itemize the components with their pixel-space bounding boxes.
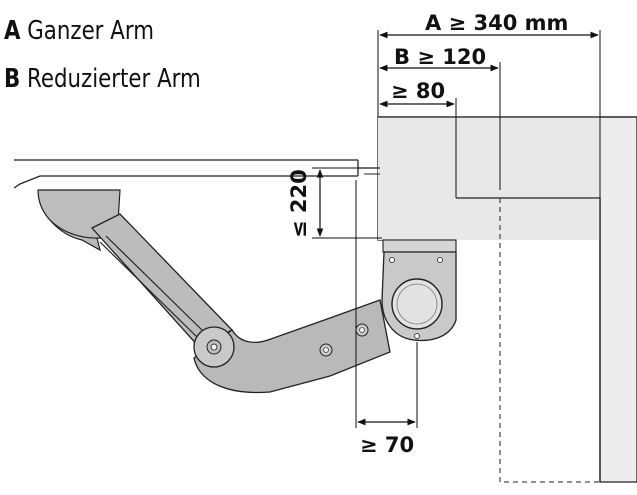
dimension-height-label: ≤ 220 — [287, 169, 311, 238]
wall-bracket — [381, 239, 457, 342]
dimension-70-label: ≥ 70 — [360, 433, 414, 457]
legend-item-reduced-arm: B Reduzierter Arm — [4, 64, 201, 94]
legend-key: B — [4, 64, 21, 94]
legend-item-full-arm: A Ganzer Arm — [4, 16, 154, 46]
legend-key: A — [4, 16, 21, 46]
dimension-b: B ≥ 120 — [379, 45, 501, 190]
dimension-b-label: B ≥ 120 — [394, 45, 486, 69]
folding-arm — [37, 189, 391, 394]
awning-profile — [13, 159, 380, 189]
legend-label: Reduzierter Arm — [27, 64, 201, 94]
dimension-a: A ≥ 340 mm — [377, 11, 601, 198]
legend-label: Ganzer Arm — [27, 16, 154, 46]
dimension-80: ≥ 80 — [379, 79, 457, 198]
dimension-height: ≤ 220 — [287, 167, 382, 239]
dimension-80-label: ≥ 80 — [391, 79, 445, 103]
dimension-70: ≥ 70 — [355, 180, 418, 457]
dimension-a-label: A ≥ 340 mm — [425, 11, 568, 35]
